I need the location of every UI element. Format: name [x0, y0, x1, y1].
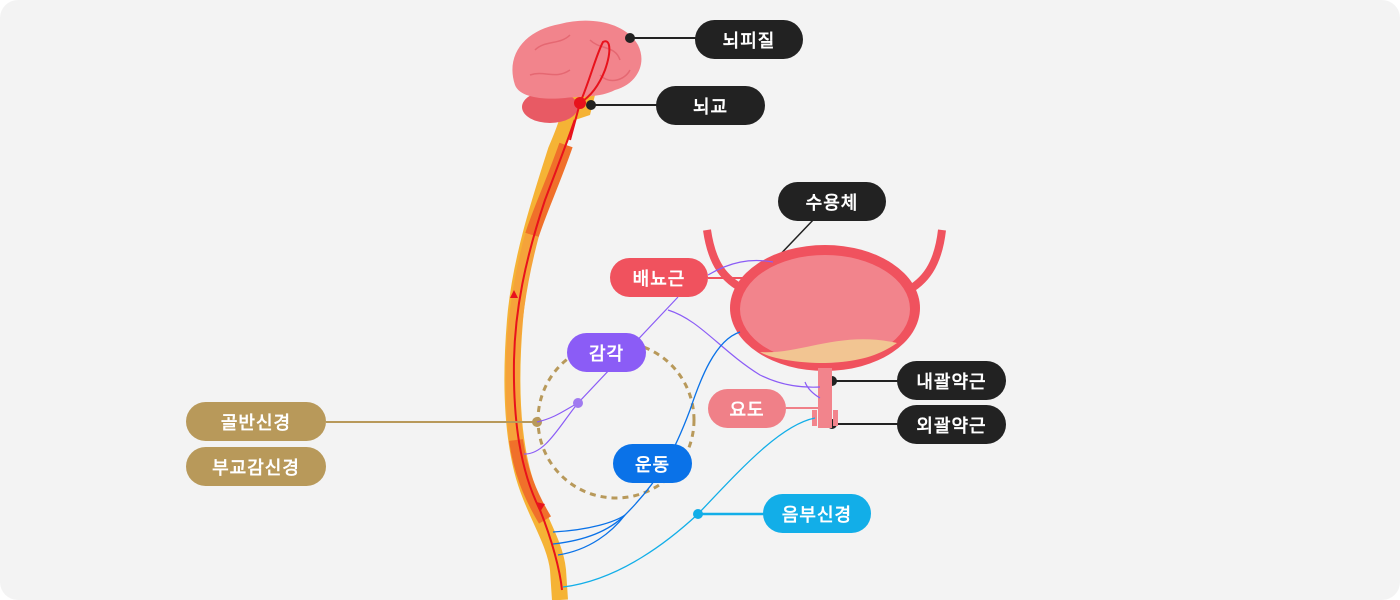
label-parasympathetic: 부교감신경 [186, 447, 326, 486]
sensory-dot [573, 398, 583, 408]
arrow-down-icon [536, 502, 545, 512]
label-cortex: 뇌피질 [695, 20, 803, 59]
label-detrusor: 배뇨근 [610, 258, 708, 297]
label-pelvic-nerve: 골반신경 [186, 402, 326, 441]
label-external-sphincter: 외괄약근 [897, 405, 1006, 444]
label-motor: 운동 [613, 444, 692, 483]
motor-nerves [552, 331, 741, 556]
arrow-up-icon [510, 290, 518, 298]
label-receptor: 수용체 [778, 182, 886, 221]
spinal-cord [504, 94, 581, 600]
label-urethra: 요도 [708, 389, 786, 428]
label-internal-sphincter: 내괄약근 [897, 361, 1006, 400]
label-sensory: 감각 [567, 333, 646, 372]
pudendal-dot [693, 509, 703, 519]
label-pons: 뇌교 [656, 86, 765, 125]
bladder [703, 229, 946, 428]
brain [512, 20, 642, 141]
pons-dot [574, 97, 586, 109]
label-pudendal-nerve: 음부신경 [763, 494, 871, 533]
